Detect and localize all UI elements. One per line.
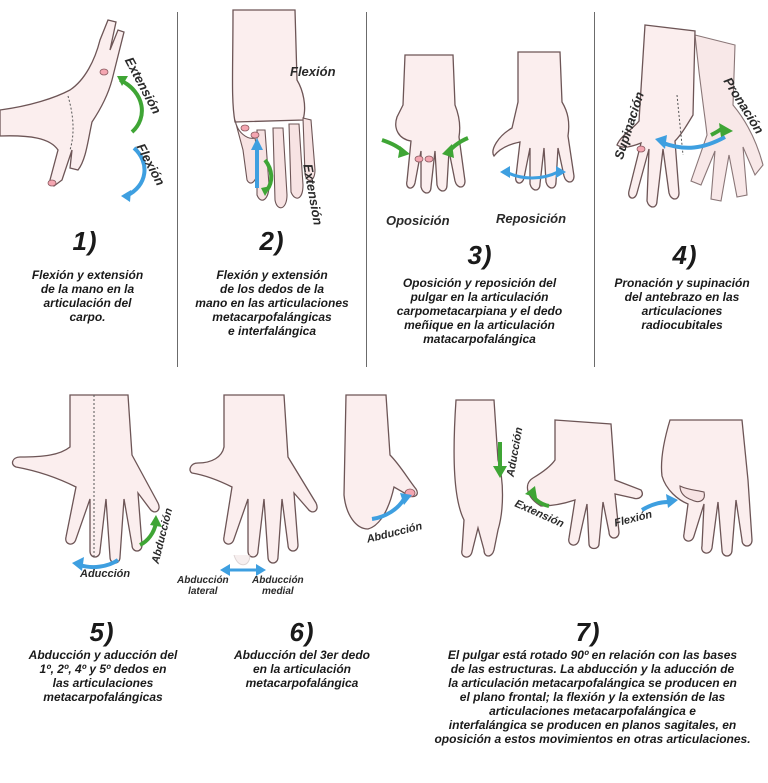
panel-description: Abducción y aducción del 1º, 2º, 4º y 5º…	[28, 648, 178, 704]
flexion-label: Flexión	[290, 64, 336, 79]
thumb-abduction-hand-illustration	[343, 394, 418, 530]
open-hand-abduction-illustration	[11, 394, 162, 571]
panel-number: 3)	[467, 240, 493, 270]
abduction-lateral-label: Abducción lateral	[177, 575, 229, 597]
reposition-hand-illustration	[492, 51, 575, 191]
thumb-extension-hand-illustration	[526, 419, 643, 550]
panel-number: 5)	[89, 617, 115, 647]
opposition-hand-illustration	[395, 54, 466, 194]
panel-description: El pulgar está rotado 90º en relación co…	[434, 648, 751, 746]
panel-divider	[366, 12, 367, 367]
panel-number: 4)	[672, 240, 698, 270]
reposition-label: Reposición	[496, 211, 567, 226]
adduction-label: Aducción	[80, 568, 131, 580]
panel-description: Flexión y extensión de la mano en la art…	[31, 268, 144, 324]
extension-arrow	[525, 486, 550, 508]
panel-number: 7)	[575, 617, 601, 647]
panel-description: Oposición y reposición del pulgar en la …	[396, 276, 563, 346]
panel-description: Flexión y extensión de los dedos de la m…	[195, 268, 349, 338]
forearm-rotation-illustration	[616, 24, 764, 208]
middle-finger-abduction-arrows	[220, 564, 266, 576]
opposition-label: Oposición	[386, 213, 450, 228]
panel-number: 6)	[289, 617, 315, 647]
thumb-flexion-hand-illustration	[660, 419, 753, 557]
panel-number: 2)	[259, 226, 285, 256]
fist-hand-illustration	[231, 9, 316, 209]
opposition-arrows	[381, 136, 469, 158]
reposition-arrow	[500, 166, 566, 180]
thumb-adduction-hand-illustration	[453, 399, 504, 558]
panel-number: 1)	[72, 226, 98, 256]
panel-description: Pronación y supinación del antebrazo en …	[614, 276, 750, 332]
flexion-arrow	[640, 494, 678, 512]
panel-divider	[177, 12, 178, 367]
abduction-medial-label: Abducción medial	[252, 575, 304, 597]
panel-divider	[594, 12, 595, 367]
panel-description: Abducción del 3er dedo en la articulació…	[233, 648, 371, 690]
adduction-arrow	[493, 442, 507, 478]
wrist-hand-illustration	[0, 19, 147, 202]
middle-finger-abduction-illustration	[189, 394, 318, 566]
